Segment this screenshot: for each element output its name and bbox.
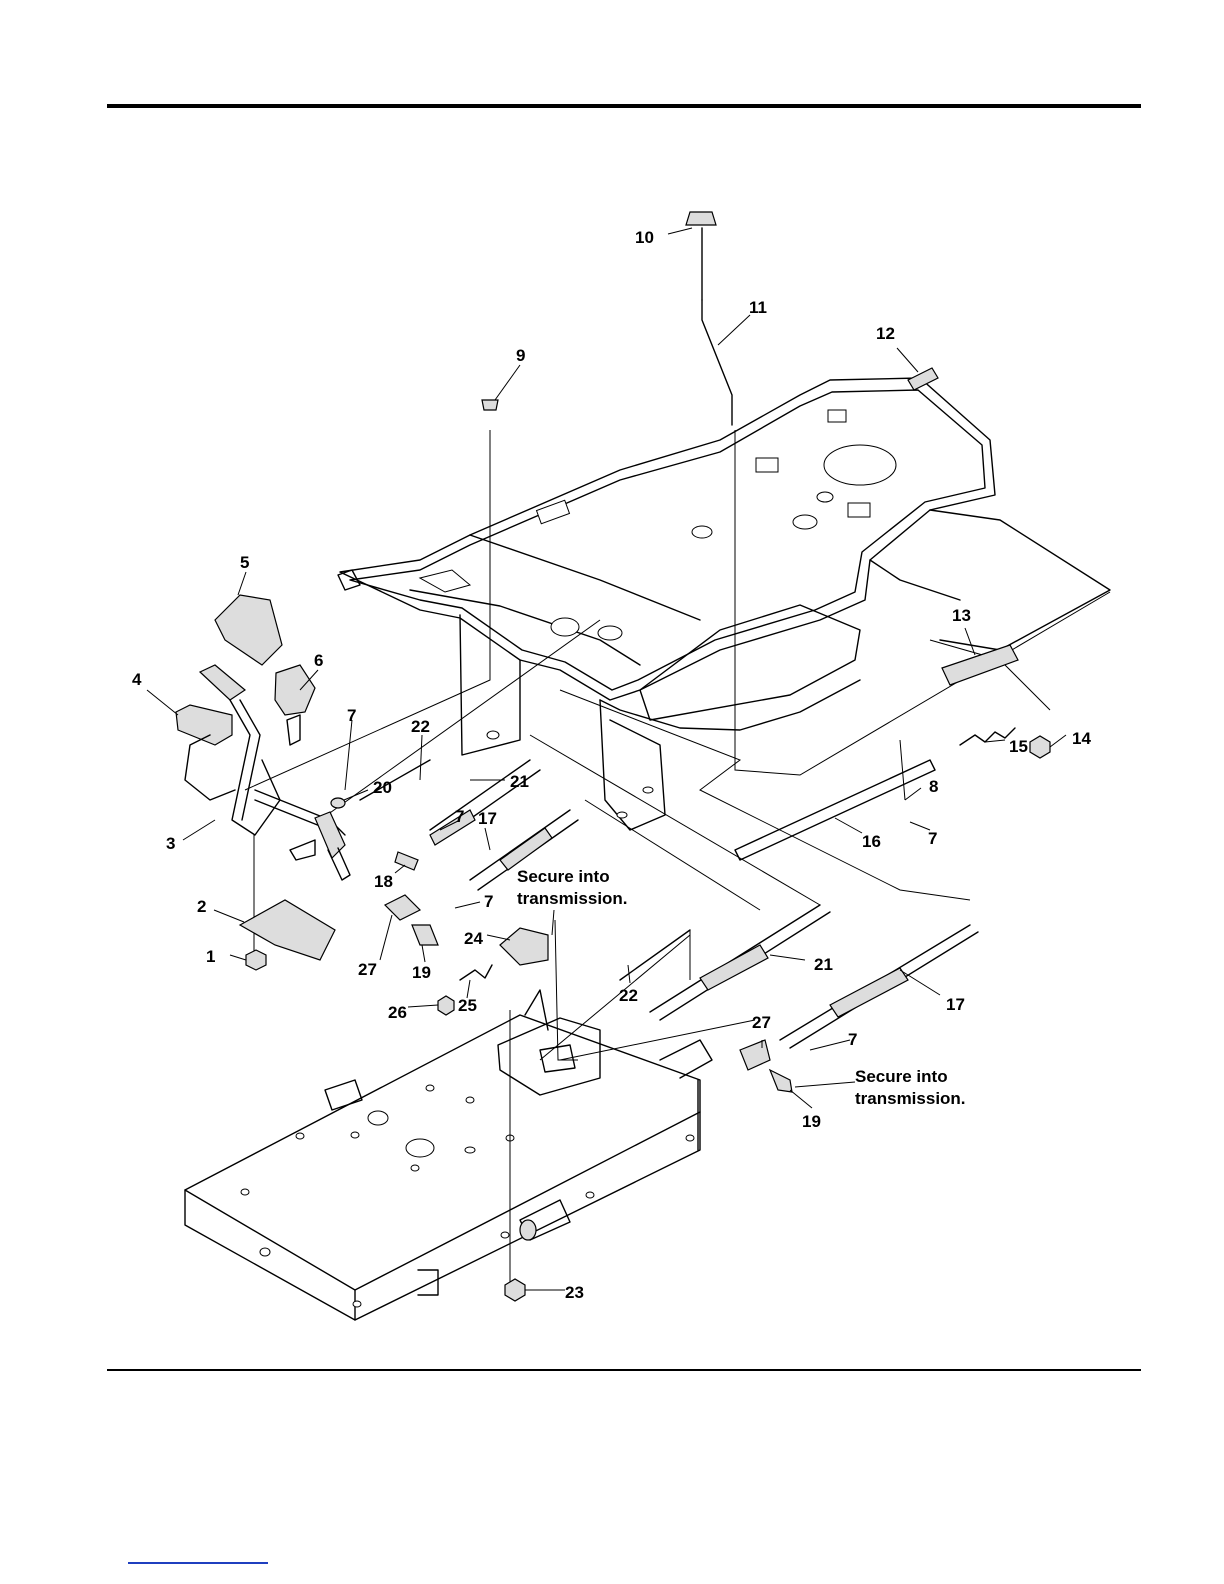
callout-19-a: 19 (412, 963, 431, 982)
callout-9: 9 (516, 346, 525, 365)
callout-7-d: 7 (928, 829, 937, 848)
nut-14 (1030, 736, 1050, 758)
bracket-24 (500, 928, 548, 965)
nut-1 (246, 950, 266, 970)
callout-2: 2 (197, 897, 206, 916)
clevis-27b (740, 1040, 770, 1070)
cable-21-end-lower (700, 945, 768, 990)
knob-10 (686, 212, 716, 225)
callout-14: 14 (1072, 729, 1091, 748)
cable-17-end-lower (830, 968, 908, 1017)
callout-23: 23 (565, 1283, 584, 1302)
frame-deck (338, 378, 1110, 830)
cable-22-lower (620, 930, 690, 980)
callout-18: 18 (374, 872, 393, 891)
transmission-housing (185, 990, 712, 1320)
callout-27-b: 27 (752, 1013, 771, 1032)
callout-7-b: 7 (455, 807, 464, 826)
callout-1: 1 (206, 947, 215, 966)
bolt-12 (908, 368, 938, 390)
callout-labels: 1 2 3 4 5 6 7 7 7 7 7 8 9 10 11 12 13 14… (132, 228, 1091, 1302)
callout-5: 5 (240, 553, 249, 572)
callout-8: 8 (929, 777, 938, 796)
hardware (240, 212, 1050, 1301)
callout-22-b: 22 (619, 986, 638, 1005)
callout-11: 11 (749, 298, 767, 317)
footer-rule (107, 1369, 1141, 1371)
washer-20 (331, 798, 345, 808)
callout-21-b: 21 (814, 955, 833, 974)
callout-7-a: 7 (347, 706, 356, 725)
nut-23 (505, 1279, 525, 1301)
note-left-line2: transmission. (517, 889, 628, 908)
callout-21-a: 21 (510, 772, 529, 791)
callout-7-c: 7 (484, 892, 493, 911)
callout-27-a: 27 (358, 960, 377, 979)
callout-22-a: 22 (411, 717, 430, 736)
callout-17-a: 17 (478, 809, 497, 828)
pin-19a (412, 925, 438, 945)
rod-11 (702, 300, 732, 425)
callout-24: 24 (464, 929, 483, 948)
callout-7-e: 7 (848, 1030, 857, 1049)
note-right-line1: Secure into (855, 1067, 948, 1086)
callout-25: 25 (458, 996, 477, 1015)
callout-20: 20 (373, 778, 392, 797)
assembly-notes: Secure into transmission. Secure into tr… (517, 867, 966, 1108)
callout-3: 3 (166, 834, 175, 853)
nut-26 (438, 996, 454, 1015)
callout-16: 16 (862, 832, 881, 851)
clevis-27a (385, 895, 420, 920)
footer-link-underline[interactable] (128, 1562, 268, 1564)
callout-26: 26 (388, 1003, 407, 1022)
pin-18 (395, 852, 418, 870)
callout-4: 4 (132, 670, 142, 689)
callout-17-b: 17 (946, 995, 965, 1014)
bolt-9 (482, 400, 498, 410)
cable-17-end-upper (500, 828, 552, 870)
callout-12: 12 (876, 324, 895, 343)
spring-15 (960, 728, 1015, 745)
callout-10: 10 (635, 228, 654, 247)
callout-19-b: 19 (802, 1112, 821, 1131)
spring-25 (460, 965, 492, 980)
cable-21-end-upper (430, 810, 475, 845)
pin-19b (770, 1070, 792, 1092)
callout-13: 13 (952, 606, 971, 625)
leader-lines (147, 228, 1066, 1290)
note-left-line1: Secure into (517, 867, 610, 886)
callout-6: 6 (314, 651, 323, 670)
rod-16 (735, 760, 935, 860)
note-right-line2: transmission. (855, 1089, 966, 1108)
callout-15: 15 (1009, 737, 1028, 756)
bracket-13 (942, 645, 1018, 685)
